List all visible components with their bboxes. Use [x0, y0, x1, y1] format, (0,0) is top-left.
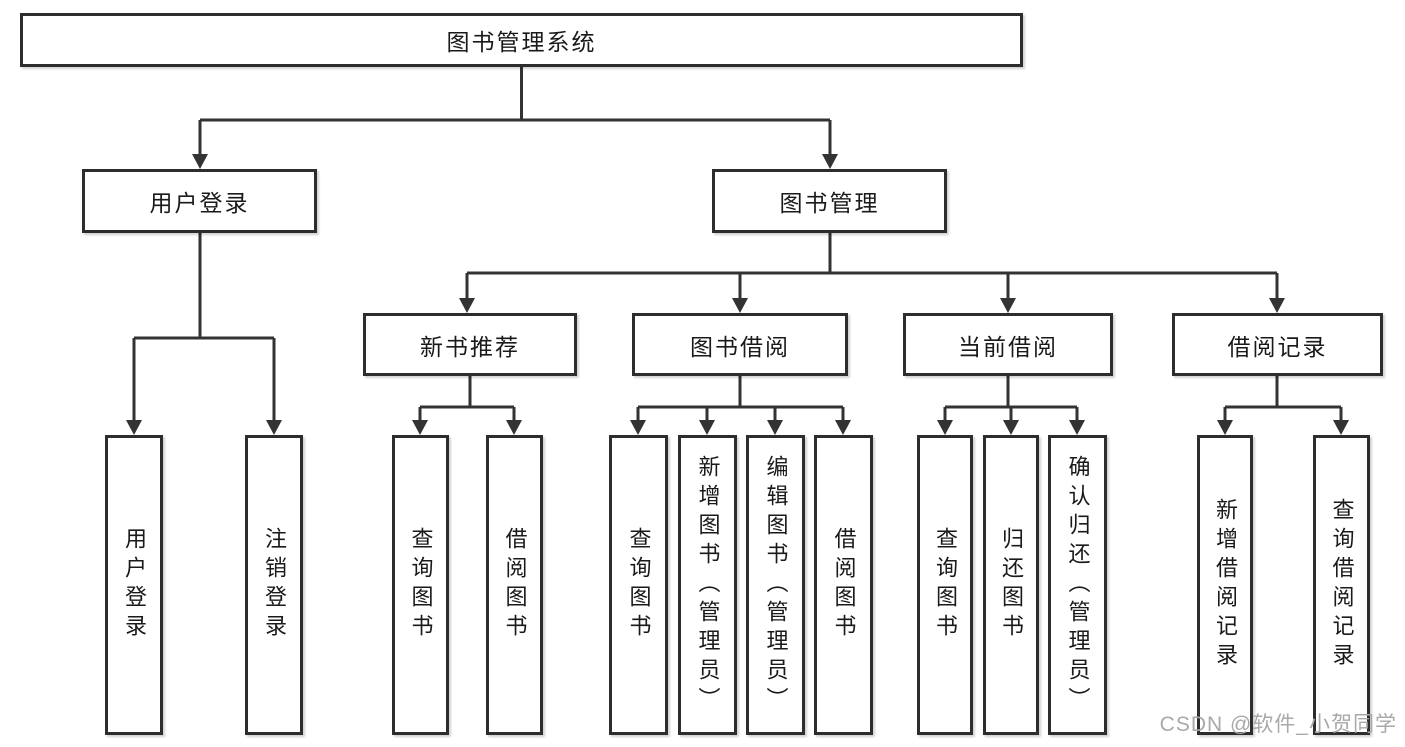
node-label: 借阅记录 [1227, 333, 1328, 360]
leaf-edit-books-admin: 编辑图书（管理员） [746, 435, 805, 735]
leaf-return-books: 归还图书 [983, 435, 1039, 735]
node-borrowing-records: 借阅记录 [1172, 313, 1383, 376]
leaf-query-borrow-record: 查询借阅记录 [1313, 435, 1370, 735]
leaf-add-books-admin: 新增图书（管理员） [678, 435, 737, 735]
node-label: 查询图书 [408, 527, 434, 643]
leaf-borrow-books-recommend: 借阅图书 [486, 435, 543, 735]
node-label: 借阅图书 [502, 527, 528, 643]
node-label: 用户登录 [122, 527, 147, 643]
leaf-confirm-return-admin: 确认归还（管理员） [1048, 435, 1107, 735]
leaf-add-borrow-record: 新增借阅记录 [1197, 435, 1253, 735]
leaf-borrow-books: 借阅图书 [814, 435, 873, 735]
leaf-query-books-recommend: 查询图书 [392, 435, 449, 735]
node-label: 当前借阅 [958, 333, 1058, 360]
node-label: 图书管理系统 [446, 29, 597, 55]
leaf-query-books-borrowing: 查询图书 [609, 435, 668, 735]
leaf-query-books-current: 查询图书 [917, 435, 973, 735]
node-label: 注销登录 [262, 527, 287, 643]
node-label: 用户登录 [149, 190, 250, 216]
node-label: 查询图书 [626, 527, 652, 643]
node-label: 编辑图书（管理员） [763, 454, 789, 716]
node-new-book-recommend: 新书推荐 [363, 313, 577, 376]
node-label: 查询图书 [933, 527, 958, 643]
node-label: 图书借阅 [690, 333, 790, 360]
node-label: 归还图书 [999, 527, 1024, 643]
node-user-login: 用户登录 [82, 169, 317, 233]
node-label: 新书推荐 [420, 333, 520, 360]
node-library-management-system: 图书管理系统 [20, 13, 1023, 67]
node-book-management: 图书管理 [712, 169, 947, 233]
leaf-logout: 注销登录 [245, 435, 303, 735]
node-current-borrowing: 当前借阅 [903, 313, 1113, 376]
node-label: 借阅图书 [831, 527, 857, 643]
arrowheads [126, 154, 1349, 435]
node-label: 图书管理 [779, 190, 880, 216]
node-label: 新增借阅记录 [1213, 498, 1238, 672]
tree-edges [132, 67, 1343, 423]
node-label: 查询借阅记录 [1329, 498, 1355, 672]
leaf-user-login: 用户登录 [105, 435, 163, 735]
node-label: 确认归还（管理员） [1065, 454, 1091, 716]
node-book-borrowing: 图书借阅 [632, 313, 848, 376]
node-label: 新增图书（管理员） [695, 454, 721, 716]
csdn-watermark: CSDN @软件_小贺同学 [1159, 713, 1397, 736]
